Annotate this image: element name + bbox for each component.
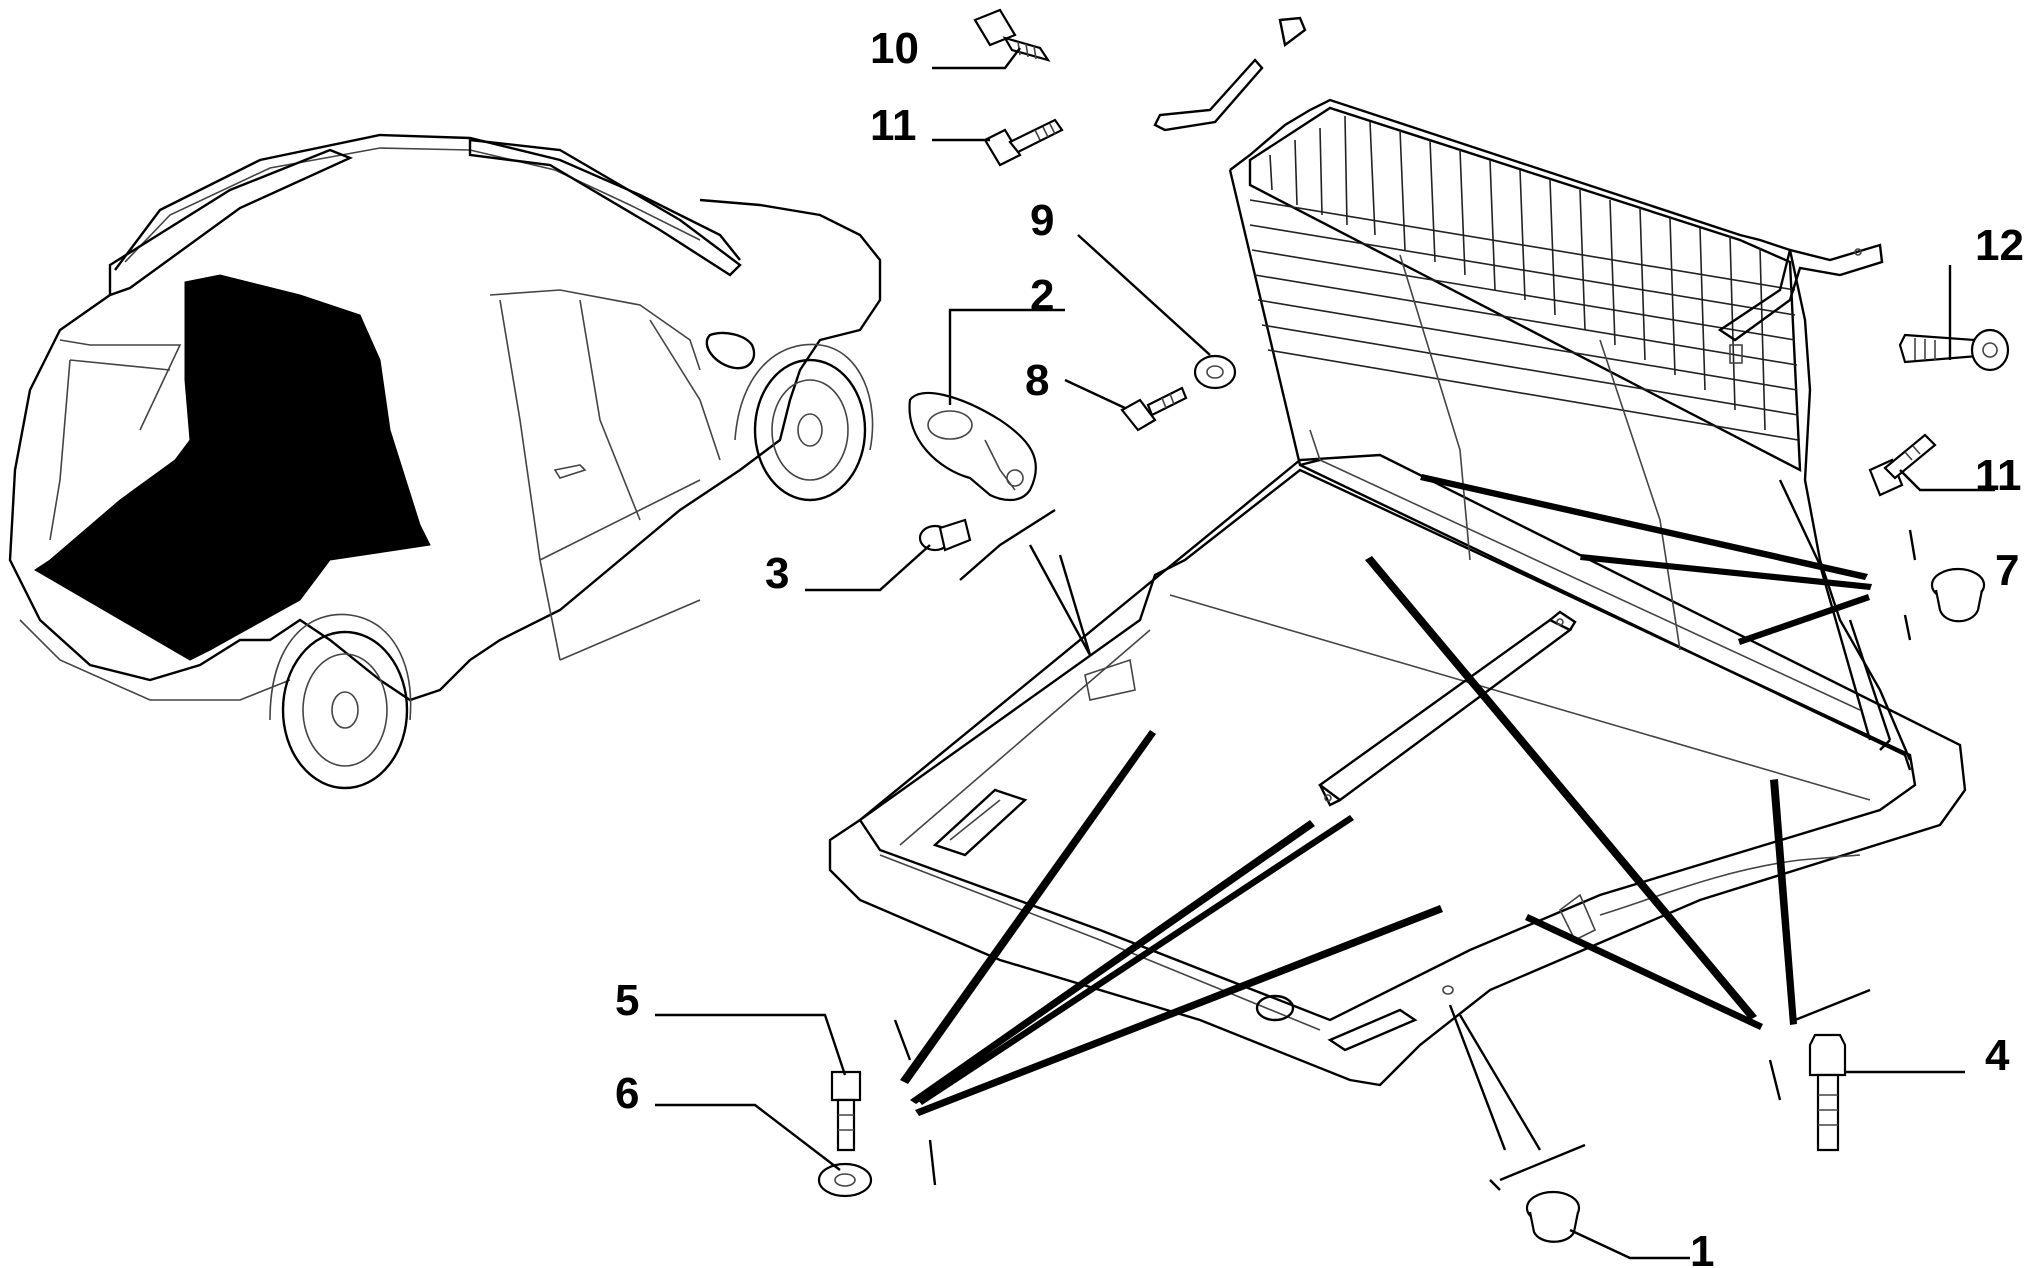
callout-3: 3 [765, 549, 789, 598]
callout-11-top: 11 [870, 101, 917, 150]
cap-7 [1930, 567, 1986, 623]
screw-3 [918, 518, 972, 552]
bolt-10 [973, 8, 1051, 62]
washer-6 [817, 1162, 873, 1198]
callout-leaders [655, 47, 1995, 1260]
bolt-8 [1120, 386, 1188, 432]
leader-lines [893, 474, 1917, 1191]
load-floor-tray [828, 453, 1967, 1087]
highlighted-load-floor [34, 274, 431, 661]
bracket-2 [908, 391, 1037, 502]
small-parts [817, 8, 2010, 1243]
bolt-11-top [983, 118, 1064, 167]
callout-4: 4 [1985, 1031, 2010, 1080]
callout-8: 8 [1025, 356, 1049, 405]
callout-2: 2 [1030, 271, 1054, 320]
callout-5: 5 [615, 976, 639, 1025]
bolt-5 [830, 1070, 862, 1152]
bolt-12 [1898, 328, 2010, 372]
callout-7: 7 [1995, 546, 2019, 595]
callout-10: 10 [870, 24, 919, 73]
bolt-11-right [1868, 433, 1937, 497]
callout-numbers: 1 2 3 4 5 6 7 8 9 10 11 11 12 [615, 24, 2024, 1268]
callout-1: 1 [1690, 1227, 1714, 1268]
washer-9 [1193, 354, 1237, 390]
vehicle-illustration [8, 133, 882, 790]
callout-9: 9 [1030, 196, 1054, 245]
cargo-partition-grid [1153, 16, 1912, 771]
callout-12: 12 [1975, 221, 2024, 270]
stud-4 [1808, 1033, 1847, 1152]
callout-6: 6 [615, 1069, 639, 1118]
plug-1 [1525, 1190, 1581, 1243]
callout-11-right: 11 [1975, 451, 2022, 500]
